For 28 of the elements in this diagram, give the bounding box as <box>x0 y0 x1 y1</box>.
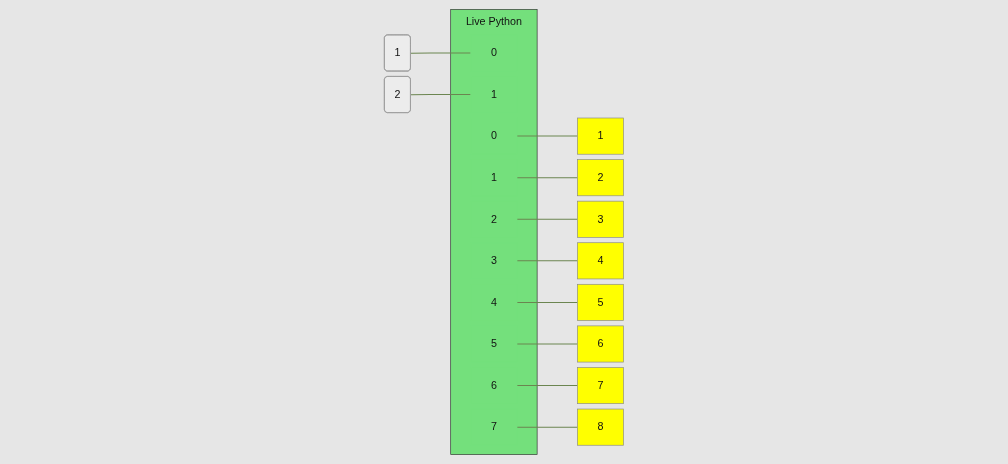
connector <box>516 177 578 179</box>
connector <box>410 94 472 96</box>
node-box: 4 <box>577 242 624 280</box>
connector <box>516 301 578 303</box>
connector <box>516 343 578 345</box>
node-box: 7 <box>577 367 624 404</box>
node-text: 7 <box>490 421 497 433</box>
node-text: 2 <box>490 213 497 225</box>
node-text: 1 <box>490 171 497 184</box>
node-text: 0 <box>490 46 497 59</box>
node-box: 8 <box>577 408 624 446</box>
connector <box>410 52 472 54</box>
connector <box>516 260 578 262</box>
node-box: 6 <box>577 325 624 363</box>
node-text: 4 <box>490 296 497 308</box>
node-text: 5 <box>490 337 497 350</box>
node-text: 0 <box>490 130 497 142</box>
node-text: 3 <box>490 254 497 267</box>
connector <box>516 426 578 428</box>
connector <box>516 135 578 137</box>
node-box: 3 <box>577 200 624 238</box>
node-text: 6 <box>490 379 497 391</box>
node-box: 5 <box>577 283 624 321</box>
node-box: 1 <box>577 117 624 155</box>
node-box: 2 <box>577 159 624 197</box>
connector <box>516 385 578 387</box>
connector <box>516 218 578 220</box>
node-text: 1 <box>490 88 497 100</box>
